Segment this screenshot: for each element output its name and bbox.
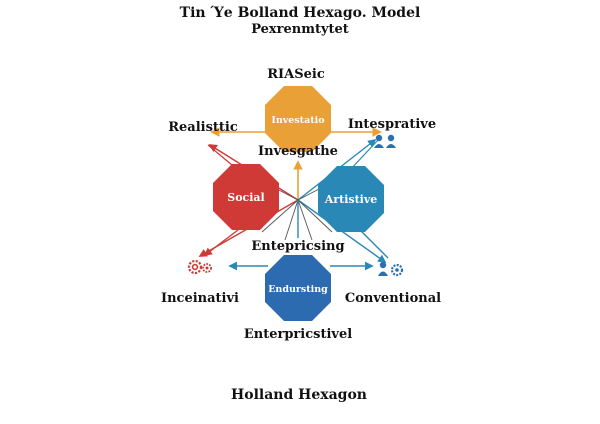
fan-line-5 bbox=[284, 199, 299, 241]
people-icon bbox=[374, 134, 396, 148]
gears-icon bbox=[187, 259, 212, 275]
person-gear-icon bbox=[378, 261, 404, 277]
fan-line-2 bbox=[261, 199, 299, 233]
label-bottom-right: Conventional bbox=[345, 291, 441, 306]
diagram-title: Tin Ύe Bolland Hexago. Model bbox=[180, 5, 421, 21]
node-left-octagon bbox=[213, 164, 279, 230]
label-top: RIASeic bbox=[267, 67, 325, 82]
line-artistic-bottom-right bbox=[357, 227, 389, 259]
node-top-label: Investatio bbox=[271, 115, 324, 126]
label-bottom-left: Inceinativi bbox=[161, 291, 239, 306]
node-top: Investatio bbox=[265, 86, 331, 152]
label-center-lower: Entepricsing bbox=[251, 239, 344, 254]
node-right: Artistive bbox=[318, 166, 384, 232]
arrow-social-bottom-left bbox=[203, 229, 239, 257]
node-bottom: Endursting bbox=[265, 255, 331, 321]
node-left-label: Social bbox=[227, 191, 264, 204]
node-right-octagon bbox=[318, 166, 384, 232]
label-top-left: Realisttic bbox=[168, 120, 238, 135]
node-bottom-octagon bbox=[265, 255, 331, 321]
node-top-octagon bbox=[265, 86, 331, 152]
diagram-caption: Holland Hexagon bbox=[231, 387, 367, 403]
node-right-label: Artistive bbox=[324, 193, 377, 206]
label-bottom: Enterpricstivel bbox=[244, 327, 352, 342]
fan-line-4 bbox=[297, 199, 333, 233]
label-top-right: Intesprative bbox=[348, 117, 436, 132]
node-bottom-label: Endursting bbox=[268, 284, 328, 295]
node-left: Social bbox=[213, 164, 279, 230]
diagram-subtitle: Pexrenmtytet bbox=[251, 22, 349, 37]
line-social-top-left bbox=[207, 144, 233, 166]
label-center-upper: Invesgathe bbox=[258, 144, 338, 159]
line-artistic-top-right bbox=[349, 139, 379, 171]
fan-line-6 bbox=[297, 199, 313, 241]
